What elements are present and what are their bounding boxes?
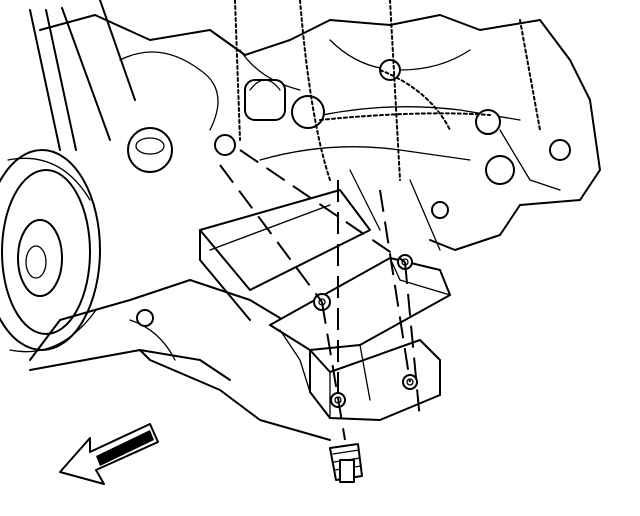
engine-block bbox=[39, 14, 601, 251]
installation-centerlines bbox=[219, 149, 421, 441]
drive-belts bbox=[29, 0, 136, 151]
front-direction-arrow-icon bbox=[59, 423, 159, 485]
crankshaft-pulley bbox=[0, 149, 101, 353]
engine-mount-bracket bbox=[269, 254, 451, 421]
wiring-harness bbox=[234, 0, 541, 181]
bolt-icon bbox=[329, 443, 363, 483]
oil-pan bbox=[29, 279, 331, 441]
transmission-case bbox=[199, 189, 371, 321]
